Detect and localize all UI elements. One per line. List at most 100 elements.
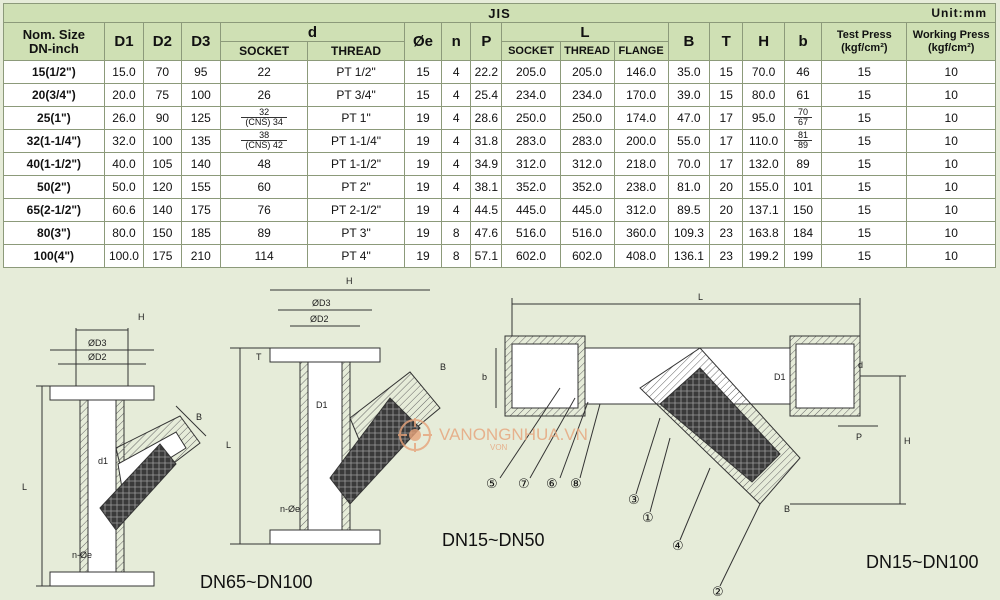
cell-oe: 19 (403, 175, 443, 199)
cell-nom: 65(2-1/2") (3, 198, 105, 222)
cell-h: 80.0 (742, 83, 785, 107)
col-d-group: d (220, 22, 405, 42)
cell-nom: 25(1") (3, 106, 105, 130)
col-l-flange: FLANGE (613, 41, 669, 61)
cell-work: 10 (906, 198, 996, 222)
cell-work: 10 (906, 129, 996, 153)
cell-b: 61 (783, 83, 823, 107)
cell-B: 47.0 (667, 106, 711, 130)
watermark: VANONGNHUA.VN VON (395, 415, 588, 455)
dim-l-c: L (698, 292, 703, 302)
cell-l-flange: 170.0 (613, 83, 669, 107)
cell-oe: 19 (403, 129, 443, 153)
drawing-socket (495, 298, 906, 505)
dim-d2-a: ØD2 (88, 352, 107, 362)
cell-test: 15 (821, 60, 908, 84)
cell-d3: 125 (180, 106, 222, 130)
cell-d2: 105 (143, 152, 182, 176)
cell-d-socket: 89 (220, 221, 309, 245)
cell-t: 17 (709, 152, 744, 176)
cell-d2: 175 (143, 244, 182, 268)
cell-B: 89.5 (667, 198, 711, 222)
cell-d1: 60.6 (103, 198, 145, 222)
cell-t: 15 (709, 83, 744, 107)
cell-l-socket: 312.0 (501, 152, 561, 176)
cell-d-socket: 48 (220, 152, 309, 176)
cell-n: 4 (441, 106, 472, 130)
cell-h: 95.0 (742, 106, 785, 130)
standard-label: JIS (488, 5, 511, 21)
cell-l-thread: 445.0 (559, 198, 615, 222)
cell-n: 4 (441, 60, 472, 84)
cell-B: 35.0 (667, 60, 711, 84)
cell-l-socket: 445.0 (501, 198, 561, 222)
dim-bb-c: B (784, 504, 790, 514)
col-b-upper: B (667, 22, 711, 61)
col-n: n (441, 22, 472, 61)
cell-l-flange: 174.0 (613, 106, 669, 130)
cell-p: 34.9 (470, 152, 503, 176)
dim-ne-a: n-Øe (72, 550, 92, 560)
cell-h: 137.1 (742, 198, 785, 222)
cell-l-thread: 312.0 (559, 152, 615, 176)
cell-oe: 19 (403, 106, 443, 130)
cell-B: 70.0 (667, 152, 711, 176)
cell-l-flange: 218.0 (613, 152, 669, 176)
cell-d-thread: PT 4" (307, 244, 405, 268)
col-d3: D3 (180, 22, 222, 61)
cell-d2: 150 (143, 221, 182, 245)
cell-d-thread: PT 1" (307, 106, 405, 130)
col-d-thread: THREAD (307, 41, 405, 61)
cell-B: 81.0 (667, 175, 711, 199)
dim-b-a: B (196, 412, 202, 422)
unit-label: Unit:mm (931, 6, 987, 20)
dim-l-b: L (226, 440, 231, 450)
cell-work: 10 (906, 175, 996, 199)
cell-d1: 80.0 (103, 221, 145, 245)
part-6: ⑥ (546, 477, 558, 492)
cell-d-thread: PT 1-1/4" (307, 129, 405, 153)
drawing-label-dn15-dn50: DN15~DN50 (442, 530, 545, 550)
cell-l-thread: 352.0 (559, 175, 615, 199)
cell-h: 163.8 (742, 221, 785, 245)
cell-n: 4 (441, 152, 472, 176)
cell-test: 15 (821, 221, 908, 245)
col-b-lower: b (783, 22, 823, 61)
cell-l-socket: 352.0 (501, 175, 561, 199)
watermark-logo-icon (398, 418, 432, 452)
part-1: ① (642, 511, 654, 526)
cell-d-thread: PT 1/2" (307, 60, 405, 84)
cell-B: 109.3 (667, 221, 711, 245)
col-l-socket: SOCKET (501, 41, 561, 61)
cell-test: 15 (821, 175, 908, 199)
cell-nom: 100(4") (3, 244, 105, 268)
cell-B: 55.0 (667, 129, 711, 153)
cell-h: 155.0 (742, 175, 785, 199)
cell-nom: 40(1-1/2") (3, 152, 105, 176)
cell-d-thread: PT 1-1/2" (307, 152, 405, 176)
cell-d-socket: 32(CNS) 34 (220, 106, 309, 130)
cell-d2: 70 (143, 60, 182, 84)
dim-p-c: P (856, 432, 862, 442)
cell-d1: 20.0 (103, 83, 145, 107)
dim-d3-a: ØD3 (88, 338, 107, 348)
col-d-socket: SOCKET (220, 41, 309, 61)
cell-B: 136.1 (667, 244, 711, 268)
dim-d2-b: ØD2 (310, 314, 329, 324)
cell-d-thread: PT 3/4" (307, 83, 405, 107)
cell-h: 110.0 (742, 129, 785, 153)
cell-p: 28.6 (470, 106, 503, 130)
cell-t: 15 (709, 60, 744, 84)
cell-d1: 40.0 (103, 152, 145, 176)
cell-work: 10 (906, 221, 996, 245)
col-test-press: Test Press(kgf/cm²) (821, 22, 908, 61)
dim-b-b: B (440, 362, 446, 372)
dim-h-a: H (138, 312, 145, 322)
col-l-thread: THREAD (559, 41, 615, 61)
cell-d2: 140 (143, 198, 182, 222)
